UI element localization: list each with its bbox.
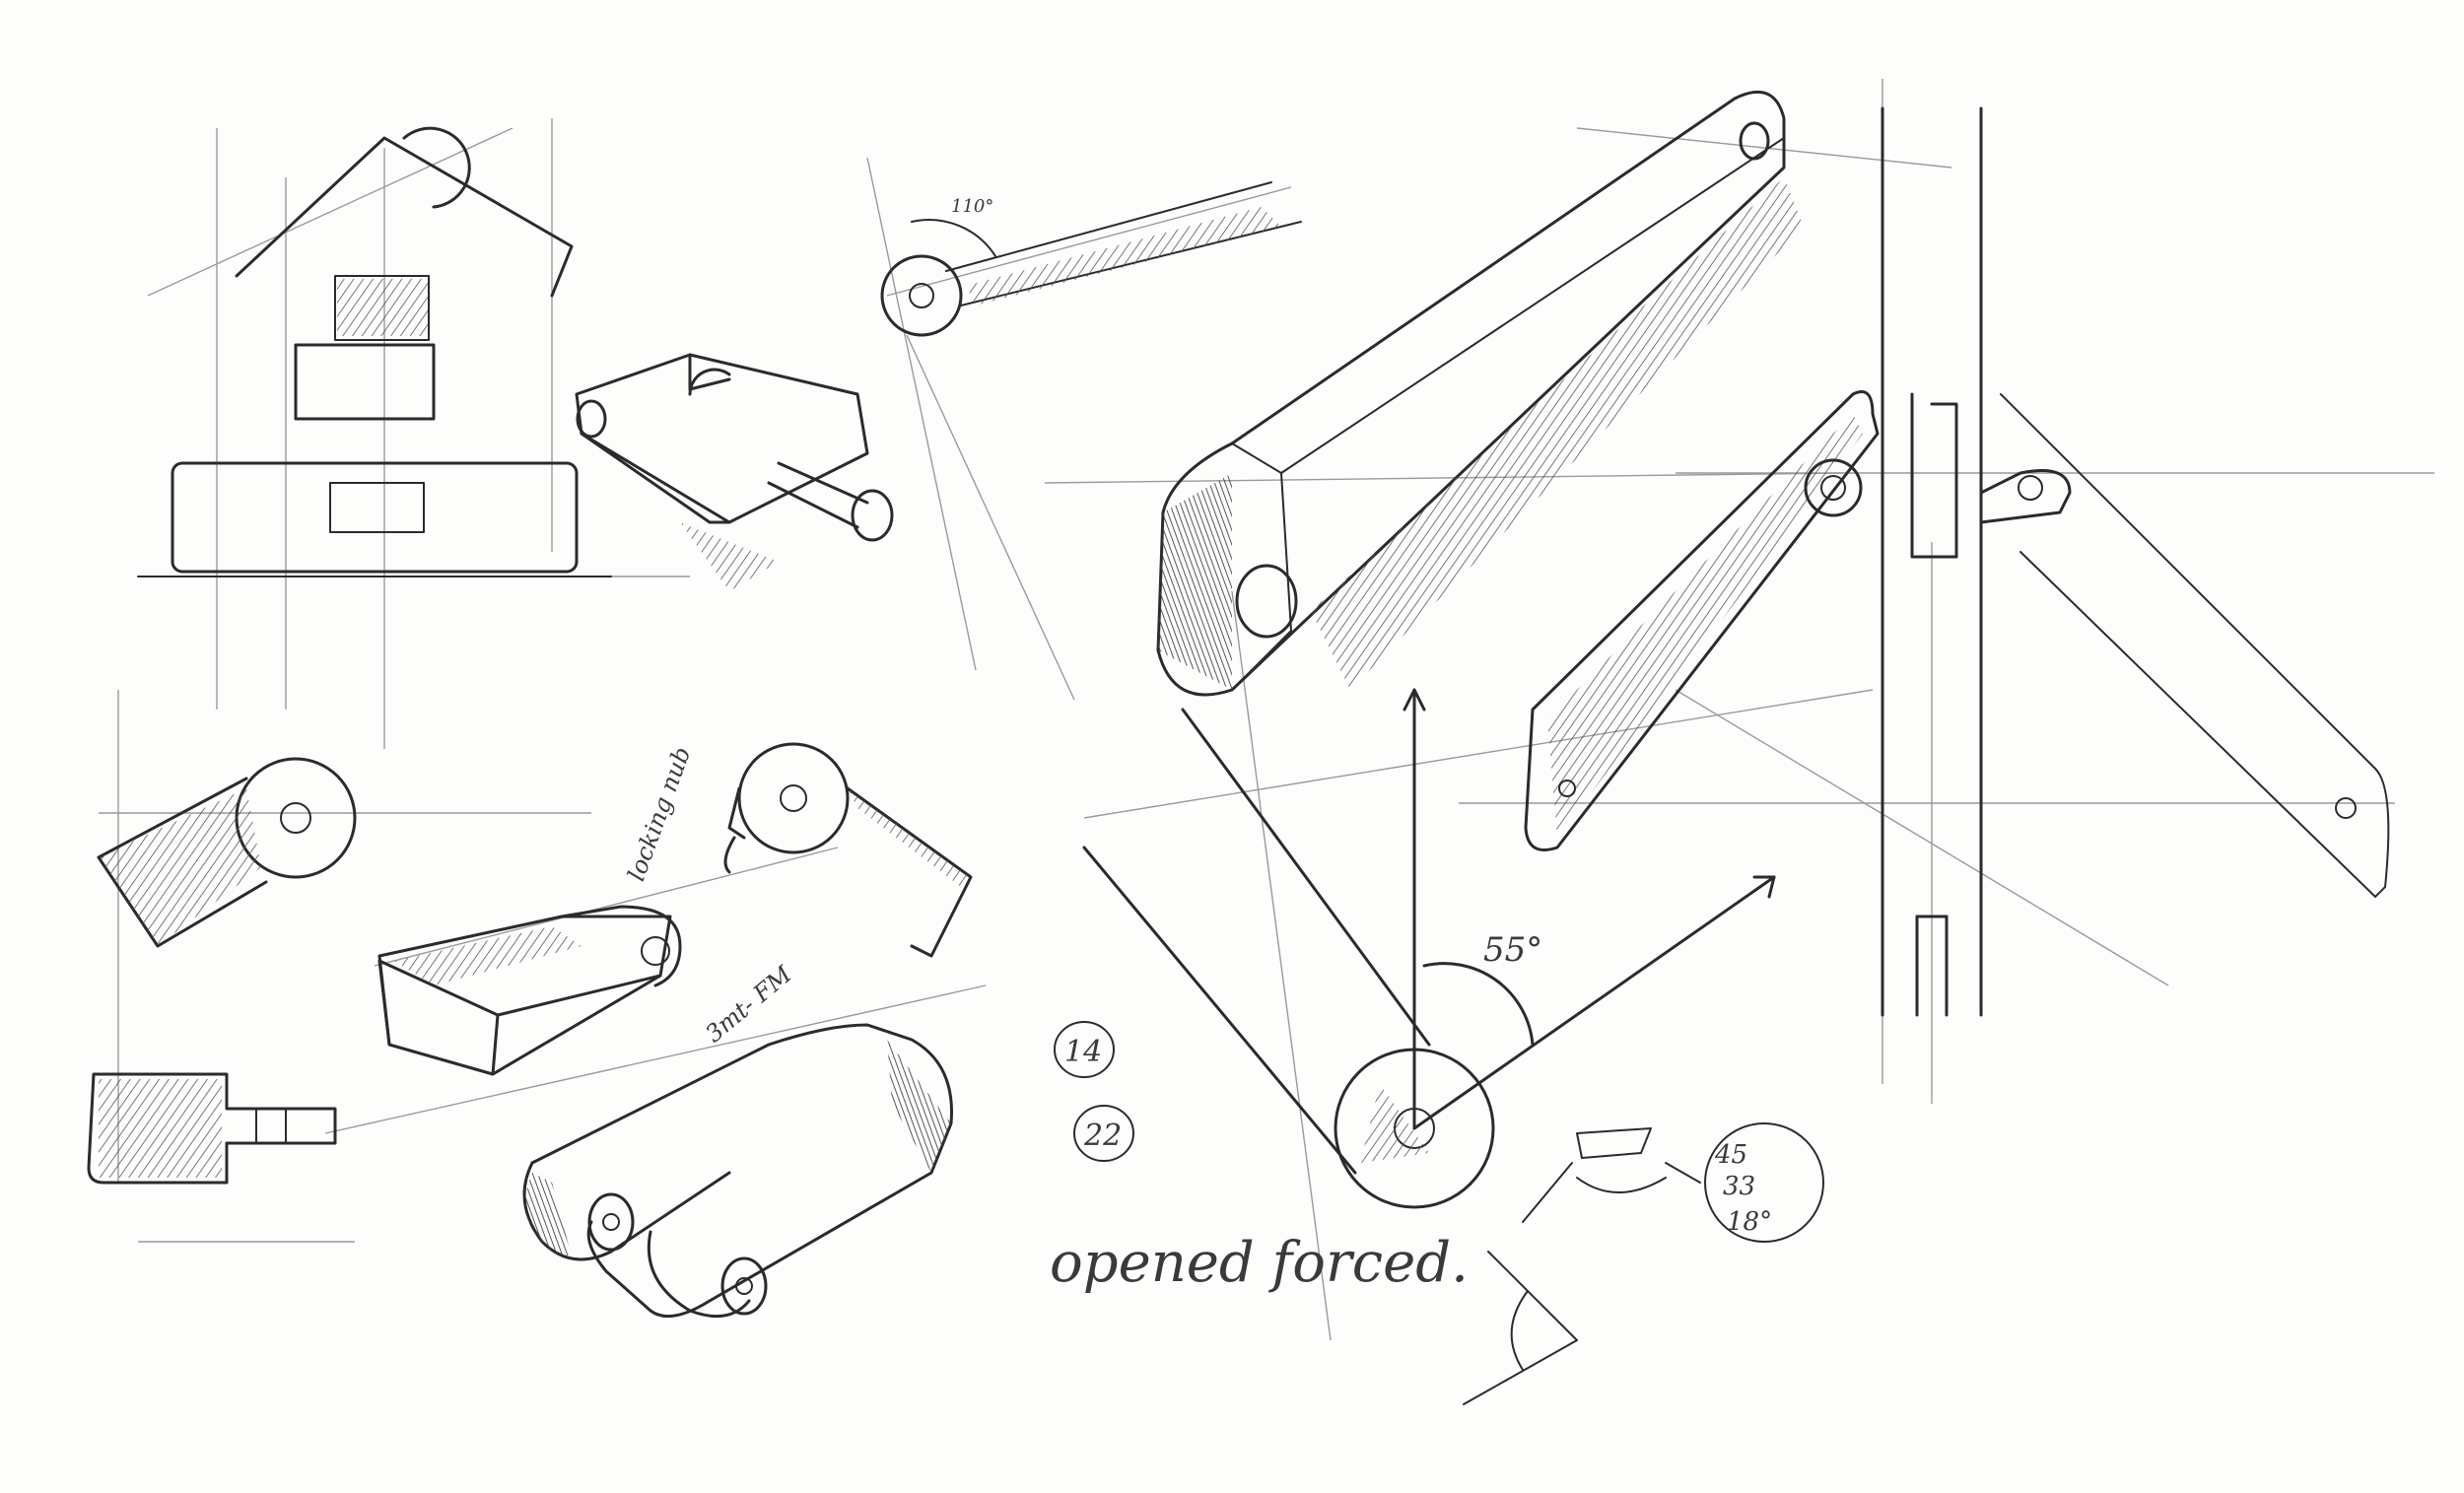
hinge-block-with-pin [575,353,894,591]
circled-number-14: 14 [1064,1035,1102,1069]
rotation-markers [1463,1122,1824,1405]
circled-number-22: 22 [1083,1119,1122,1153]
pivot-tab [97,757,357,948]
angle-list-2: 33 [1723,1172,1755,1201]
pivot-detail [880,181,1302,337]
angle-label-small: 110° [951,196,993,217]
two-knuckle-hinge [522,1023,953,1319]
angle-label-55: 55° [1483,930,1542,970]
layout-hinge-front-view [137,126,612,577]
angle-list-1: 45 [1714,1140,1747,1170]
angle-list-3: 18° [1727,1207,1772,1237]
note-locking-nub: locking nub [622,743,696,884]
note-fm: 3mt- FM [700,960,797,1049]
hinge-cross-section [1524,106,2390,1017]
main-arm [1156,90,1804,697]
circled-numbers [1054,1021,1134,1162]
note-opened-forced: opened forced. [1050,1231,1469,1295]
construction-lines [99,79,2434,1341]
angled-arm [723,742,973,958]
stepped-profile [87,1072,337,1185]
angle-diagram [1082,688,1776,1209]
locking-nub-block [377,905,682,1076]
